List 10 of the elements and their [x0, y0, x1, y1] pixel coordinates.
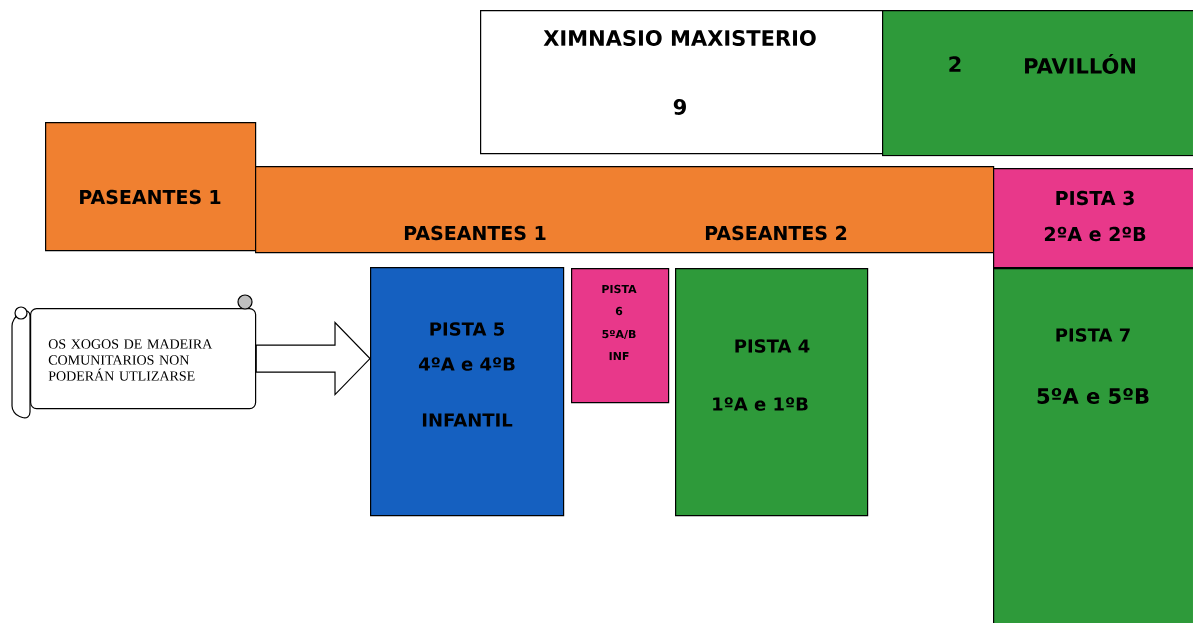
court-area: PISTA 6 5ºA/B INF — [571, 268, 670, 404]
court-area: PISTA 7 5ºA e 5ºB — [993, 268, 1193, 623]
court-area: PISTA 3 2ºA e 2ºB — [993, 168, 1193, 269]
court-area: PISTA 5 4ºA e 4ºB INFANTIL — [370, 267, 565, 517]
building-box: XIMNASIO MAXISTERIO 9 — [480, 10, 884, 155]
block-arrow — [255, 321, 371, 397]
pavilion-box: 2 PAVILLÓN — [882, 10, 1193, 157]
walkway-area: PASEANTES 1 — [45, 122, 257, 252]
court-area: PISTA 4 1ºA e 1ºB — [675, 268, 869, 517]
scroll-banner: OS XOGOS DE MADEIRA COMUNITARIOS NON PODERÁN UTLIZARSE — [11, 294, 257, 419]
